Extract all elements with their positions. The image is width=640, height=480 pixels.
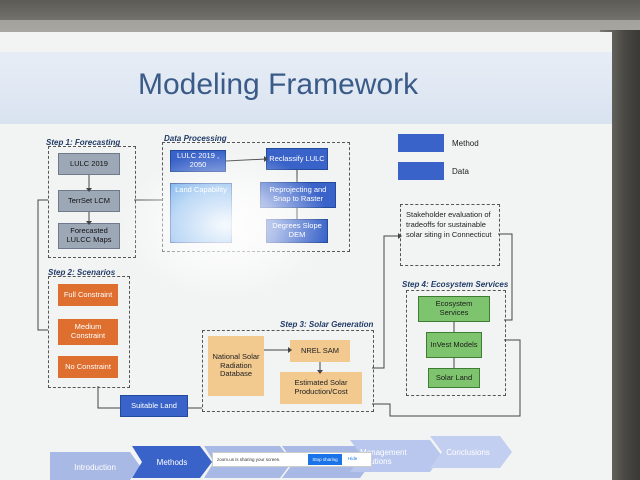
- title-band: [0, 52, 612, 124]
- forecasted-lulcc-box: Forecasted LULCC Maps: [58, 223, 120, 249]
- reprojecting-box: Reprojecting and Snap to Raster: [260, 182, 336, 208]
- legend-data-swatch: [398, 162, 444, 180]
- ecosystem-services-box: Ecosystem Services: [418, 296, 490, 322]
- step3-label: Step 3: Solar Generation: [280, 320, 374, 329]
- lulc-2019-2050-box: LULC 2019 , 2050: [170, 150, 226, 172]
- no-constraint-box: No Constraint: [58, 356, 118, 378]
- ceiling-edge: [0, 20, 640, 32]
- land-capability-box: Land Capability: [170, 183, 232, 243]
- lulc-2019-box: LULC 2019: [58, 153, 120, 175]
- nav-methods[interactable]: Methods: [156, 457, 188, 467]
- nav-conclusions[interactable]: Conclusions: [446, 447, 490, 457]
- step1-label: Step 1: Forecasting: [46, 138, 121, 147]
- stop-sharing-button[interactable]: Stop sharing: [308, 454, 342, 465]
- step4-label: Step 4: Ecosystem Services: [402, 280, 509, 289]
- hide-button[interactable]: Hide: [348, 456, 358, 461]
- step2-label: Step 2: Scenarios: [48, 268, 116, 277]
- slide-title: Modeling Framework: [138, 68, 419, 101]
- full-constraint-box: Full Constraint: [58, 284, 118, 306]
- stakeholder-text: Stakeholder evaluation of tradeoffs for …: [406, 210, 492, 239]
- legend-method-swatch: [398, 134, 444, 152]
- suitable-land-box: Suitable Land: [120, 395, 188, 417]
- nav-management-solutions[interactable]: Management solutions: [360, 448, 407, 466]
- medium-constraint-box: Medium Constraint: [58, 319, 118, 345]
- share-message: zoom.us is sharing your screen.: [217, 457, 281, 462]
- solar-land-box: Solar Land: [428, 368, 480, 388]
- production-box: Estimated Solar Production/Cost: [280, 372, 362, 404]
- terrset-lcm-box: TerrSet LCM: [58, 190, 120, 212]
- legend-data-label: Data: [452, 167, 469, 176]
- nrel-sam-box: NREL SAM: [290, 340, 350, 362]
- data-processing-label: Data Processing: [164, 134, 227, 143]
- slope-dem-box: Degrees Slope DEM: [266, 219, 328, 243]
- nav-introduction[interactable]: Introduction: [74, 462, 116, 472]
- legend-method-label: Method: [452, 139, 479, 148]
- invest-models-box: InVest Models: [426, 332, 482, 358]
- radiation-box: National Solar Radiation Database: [208, 336, 264, 396]
- scenarios-group: [48, 276, 130, 388]
- reclassify-box: Reclassify LULC: [266, 148, 328, 170]
